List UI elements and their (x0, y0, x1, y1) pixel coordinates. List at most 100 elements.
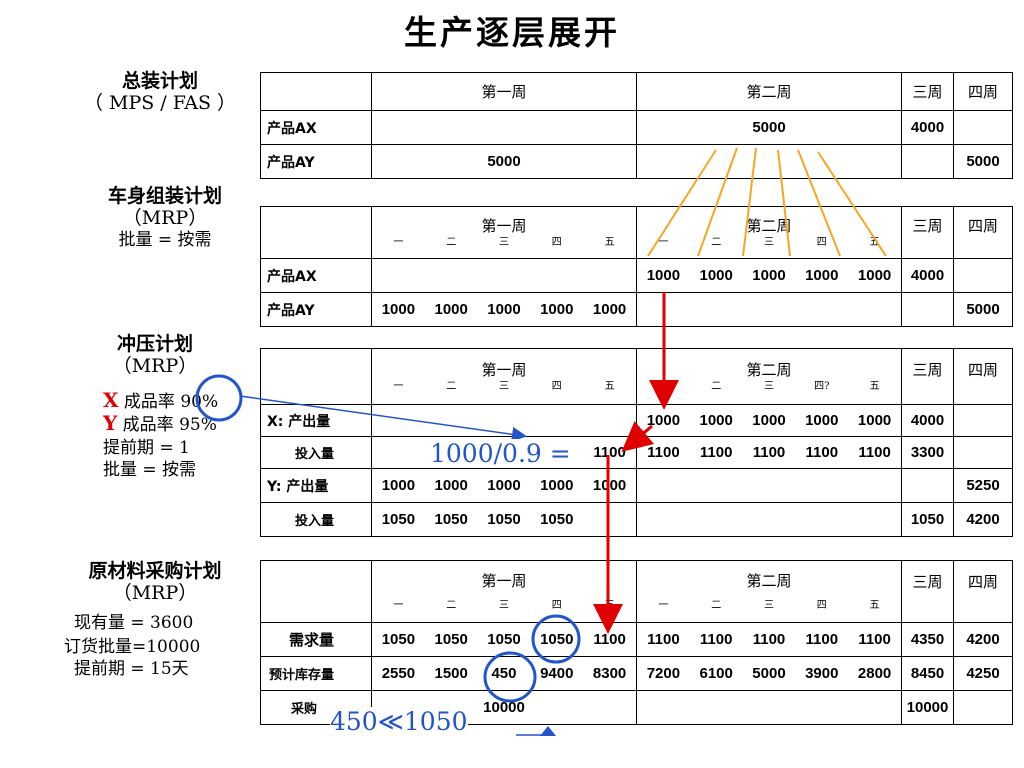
cell (636, 468, 902, 503)
row-label: 产品AX (260, 110, 372, 145)
formula-shortage: 450≪1050 (330, 707, 468, 736)
header-week1: 第一周 一二三四五 (371, 206, 637, 259)
cell (636, 144, 902, 179)
raw-label: 原材料采购计划 （MRP） (50, 560, 260, 604)
day-label: 四 (551, 599, 562, 611)
day-label: 四 (816, 236, 827, 248)
header-week2-label: 第二周 (746, 360, 792, 379)
day-label: 五 (869, 236, 880, 248)
stamp-label: 冲压计划 （MRP） (95, 333, 215, 377)
cell: 4250 (953, 656, 1013, 691)
y-yield-text: 成品率 95% (117, 415, 217, 435)
cell (636, 690, 902, 725)
value: 1000 (857, 412, 892, 429)
cell (901, 468, 954, 503)
value: 1050 (487, 511, 521, 528)
day-label: 二 (711, 380, 722, 392)
value: 1000 (381, 301, 416, 318)
day-label: 一 (658, 599, 669, 611)
header-week2: 第二周 一二三四?五 (636, 348, 902, 405)
row-label: 产品AY (260, 144, 372, 179)
cell: 5000 (371, 144, 637, 179)
cell (953, 436, 1013, 469)
value: 450 (491, 665, 517, 682)
cell: 4000 (901, 404, 954, 437)
day-label: 五 (869, 380, 880, 392)
value: 1100 (593, 444, 626, 461)
header-week3: 三周 (901, 72, 954, 111)
day-labels: 一二三四五 (373, 236, 636, 250)
day-values: 1100 (373, 444, 636, 461)
row-label: 产品AX (260, 258, 372, 293)
cell: 10000 (901, 690, 954, 725)
day-label: 五 (604, 236, 615, 248)
x-yield-text: 成品率 90% (118, 392, 219, 412)
cell (953, 690, 1013, 725)
day-label: 一 (658, 380, 669, 392)
day-label: 四 (551, 380, 562, 392)
cell (953, 110, 1013, 145)
value: 1000 (381, 477, 416, 494)
value: 1000 (646, 267, 681, 284)
value: 1100 (699, 631, 733, 648)
day-labels: 一二三四?五 (638, 380, 901, 394)
mps-subtitle: （ MPS / FAS ） (83, 92, 237, 114)
day-label: 三 (763, 380, 774, 392)
value: 1000 (540, 477, 574, 494)
raw-order-lot: 订货批量=10000 (64, 637, 201, 657)
day-label: 二 (711, 599, 722, 611)
cell: 8450 (901, 656, 954, 691)
row-label: 投入量 (260, 436, 372, 469)
row-label: 需求量 (260, 622, 372, 657)
day-label: 五 (604, 599, 615, 611)
corner-cell (260, 72, 372, 111)
header-week4: 四周 (953, 348, 1013, 405)
value: 1000 (699, 412, 733, 429)
value: 1050 (381, 631, 416, 648)
value: 1000 (540, 301, 574, 318)
value: 5000 (752, 665, 786, 682)
value: 1000 (592, 477, 627, 494)
raw-lead-time: 提前期 = 15天 (74, 659, 189, 679)
value: 1100 (752, 444, 786, 461)
value (373, 444, 425, 461)
header-week4: 四周 (953, 72, 1013, 111)
value: 1050 (540, 511, 574, 528)
cell: 3300 (901, 436, 954, 469)
value: 1000 (592, 301, 627, 318)
day-labels: 一二三四五 (373, 599, 636, 613)
day-label: 四 (551, 236, 562, 248)
body-lot: 批量 = 按需 (118, 230, 212, 250)
value: 1000 (752, 412, 786, 429)
value: 1100 (593, 631, 626, 648)
row-label: 产品AY (260, 292, 372, 327)
x-letter: X (103, 388, 119, 412)
value: 1000 (487, 477, 521, 494)
row-label: Y: 产出量 (260, 468, 372, 503)
day-label: 三 (763, 236, 774, 248)
value: 6100 (699, 665, 733, 682)
stamp-subtitle: （MRP） (112, 355, 198, 377)
value: 1050 (487, 631, 521, 648)
mps-table: 第一周 第二周 三周 四周 产品AX 5000 4000 产品AY 5000 5… (260, 72, 1013, 179)
day-label: 二 (446, 236, 457, 248)
corner-cell (260, 348, 372, 405)
day-label: 二 (711, 236, 722, 248)
body-title: 车身组装计划 (107, 185, 222, 207)
cell (953, 258, 1013, 293)
value: 8300 (592, 665, 627, 682)
cell: 4200 (953, 502, 1013, 537)
day-labels: 一二三四五 (638, 236, 901, 250)
mps-label: 总装计划 （ MPS / FAS ） (60, 70, 260, 114)
cell: 5000 (953, 144, 1013, 179)
day-label: 一 (393, 380, 404, 392)
header-week1-label: 第一周 (481, 216, 527, 235)
